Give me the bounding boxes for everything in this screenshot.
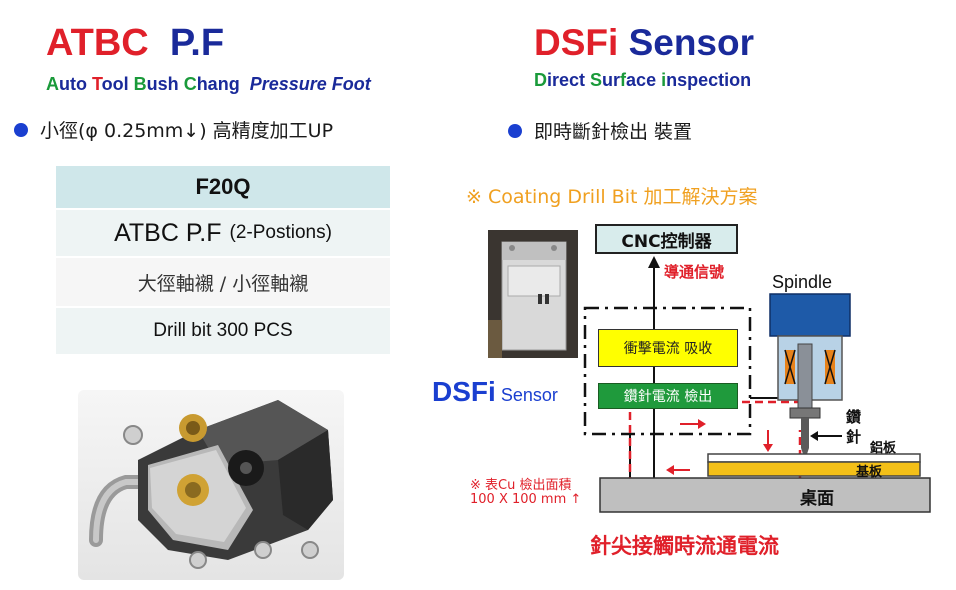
impact-current-absorb-box: 衝擊電流 吸收 [598, 329, 738, 367]
cnc-controller-label: CNC控制器 [621, 231, 712, 252]
subtitle-letter-c: C [183, 74, 197, 94]
subtitle-letter-t: T [92, 74, 102, 94]
atbc-title-pf: P.F [169, 22, 225, 64]
dsfi-word-nspection: nspection [666, 70, 752, 90]
subtitle-word-bush: ush [146, 74, 184, 94]
substrate-plate [707, 461, 921, 477]
spec-row-model: ATBC P.F (2-Postions) [56, 210, 390, 258]
spindle-label: Spindle [772, 272, 833, 292]
subtitle-pressure-foot: Pressure Foot [249, 74, 371, 94]
table-label: 桌面 [800, 489, 834, 509]
atbc-subtitle: Auto Tool Bush Chang Pressure Foot [46, 74, 371, 95]
pressure-foot-photo [78, 390, 344, 580]
dsfi-sensor-label: DSFi Sensor [432, 376, 558, 408]
drill-current-detect-label: 鑽針電流 檢出 [623, 389, 713, 405]
cu-area-note-line2: 100 X 100 mm ↑ [470, 492, 582, 507]
spec-drill-text: Drill bit 300 PCS [153, 320, 293, 341]
subtitle-letter-b: B [133, 74, 147, 94]
signal-label: 導通信號 [664, 263, 725, 281]
spec-row-drill: Drill bit 300 PCS [56, 308, 390, 356]
aluminium-plate-label: 鋁板 [870, 441, 897, 456]
sensor-enclosure [583, 306, 752, 436]
spec-model-text: ATBC P.F [114, 218, 222, 247]
spindle-head [769, 293, 851, 337]
spec-table-header: F20Q [56, 166, 390, 210]
dsfi-sensor-label-rest: Sensor [500, 385, 558, 405]
dsfi-subtitle: Direct Surface inspection [534, 70, 751, 91]
coating-title: ※ Coating Drill Bit 加工解決方案 [466, 186, 758, 208]
sensor-device-photo [488, 230, 578, 358]
subtitle-word-tool: ool [101, 74, 134, 94]
spec-model-positions: (2-Postions) [229, 222, 332, 243]
dsfi-letter-i: i [661, 70, 667, 90]
dsfi-word-ace: ace [626, 70, 662, 90]
substrate-label: 基板 [856, 465, 883, 480]
pressure-foot-illustration [89, 400, 333, 569]
cu-area-note-line1: ※ 表Cu 檢出面積 [470, 478, 572, 493]
impact-current-absorb-label: 衝擊電流 吸收 [623, 341, 713, 357]
dsfi-title: DSFi Sensor [534, 24, 754, 61]
atbc-title: ATBC P.F [46, 24, 224, 62]
atbc-title-main: ATBC [46, 22, 149, 64]
subtitle-word-chang: hang [196, 74, 240, 94]
bullet-dot-icon [14, 122, 28, 137]
atbc-bullet: 小徑(φ 0.25mm↓) 高精度加工UP [14, 116, 333, 143]
spec-table: F20Q ATBC P.F (2-Postions) 大徑軸襯 / 小徑軸襯 D… [56, 166, 390, 356]
drill-current-detect-box: 鑽針電流 檢出 [598, 383, 738, 409]
dsfi-word-ur: ur [602, 70, 621, 90]
dsfi-title-main: DSFi [534, 22, 619, 63]
atbc-bullet-text: 小徑(φ 0.25mm↓) 高精度加工UP [40, 120, 334, 142]
signal-arrow-icon [648, 256, 660, 268]
dsfi-sensor-label-bold: DSFi [432, 376, 496, 407]
cnc-controller-box: CNC控制器 [595, 224, 738, 254]
spec-header-text: F20Q [195, 174, 251, 199]
drill-label-1: 鑽 [846, 408, 862, 426]
subtitle-letter-a: A [46, 74, 59, 94]
contact-current-caption: 針尖接觸時流通電流 [590, 534, 779, 558]
dsfi-bullet-text: 即時斷針檢出 裝置 [534, 121, 693, 143]
bullet-dot-icon [508, 123, 522, 138]
spec-bush-text: 大徑軸襯 / 小徑軸襯 [137, 272, 309, 295]
dsfi-letter-f: f [620, 70, 627, 90]
dsfi-word-direct: irect [547, 70, 591, 90]
dsfi-letter-s: S [590, 70, 603, 90]
sensor-device-illustration [488, 230, 578, 358]
work-table [599, 477, 931, 513]
dsfi-title-sensor: Sensor [628, 22, 754, 63]
drill-label-2: 針 [846, 428, 862, 446]
dsfi-letter-d: D [534, 70, 547, 90]
dsfi-bullet: 即時斷針檢出 裝置 [508, 117, 692, 144]
subtitle-word-auto: uto [59, 74, 92, 94]
spec-row-bush: 大徑軸襯 / 小徑軸襯 [56, 258, 390, 308]
